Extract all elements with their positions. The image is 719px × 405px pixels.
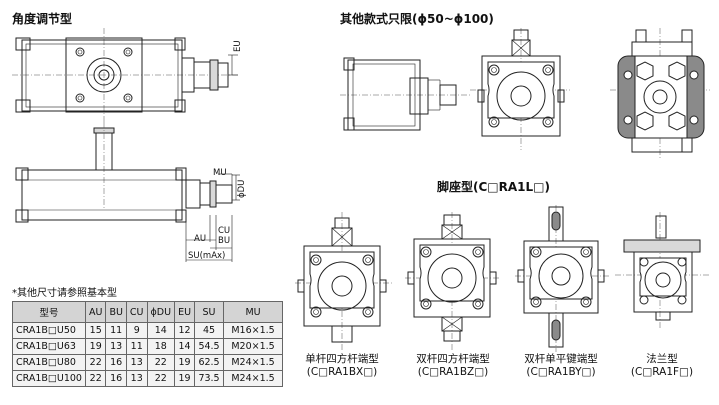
table-row: CRA1B□U63 19 13 11 18 14 54.5 M20×1.5	[12, 338, 284, 355]
cu-label: CU	[218, 226, 231, 236]
mu-label: MU	[213, 168, 227, 178]
header-cell: 型号	[12, 301, 86, 323]
header-cell: AU	[84, 301, 107, 323]
table-cell: 45	[194, 322, 225, 339]
variant-caption: 双杆四方杆端型 (C□RA1BZ□)	[403, 353, 503, 379]
table-header-row: 型号 AU BU CU ϕDU EU SU MU	[12, 301, 284, 323]
variant-caption: 双杆单平键端型 (C□RA1BY□)	[511, 353, 611, 379]
table-note: *其他尺寸请参照基本型	[12, 288, 117, 299]
table-cell: M24×1.5	[223, 370, 284, 387]
table-cell: M20×1.5	[223, 338, 284, 355]
table-cell: 18	[146, 338, 176, 355]
table-cell: 19	[84, 338, 107, 355]
model-cell: CRA1B□U63	[12, 338, 86, 355]
su-label: SU(mAx)	[188, 251, 226, 261]
variant-caption: 法兰型 (C□RA1F□)	[612, 353, 712, 379]
table-cell: 9	[125, 322, 148, 339]
model-cell: CRA1B□U80	[12, 354, 86, 371]
table-cell: 16	[105, 354, 127, 371]
model-cell: CRA1B□U50	[12, 322, 86, 339]
other-models-title: 其他款式只限(ϕ50~ϕ100)	[340, 12, 494, 26]
angle-adjust-title: 角度调节型	[12, 12, 73, 26]
table-cell: 22	[84, 354, 107, 371]
table-cell: 13	[105, 338, 127, 355]
table-cell: 15	[84, 322, 107, 339]
table-cell: 19	[174, 370, 196, 387]
table-row: CRA1B□U100 22 16 13 22 19 73.5 M24×1.5	[12, 370, 284, 387]
variant-code: (C□RA1BY□)	[526, 366, 596, 378]
header-cell: EU	[174, 301, 196, 323]
table-row: CRA1B□U80 22 16 13 22 19 62.5 M24×1.5	[12, 354, 284, 371]
table-cell: M16×1.5	[223, 322, 284, 339]
header-cell: CU	[125, 301, 148, 323]
table-cell: 22	[146, 370, 176, 387]
header-cell: BU	[105, 301, 127, 323]
table-cell: 11	[125, 338, 148, 355]
bu-label: BU	[218, 236, 231, 246]
table-row: CRA1B□U50 15 11 9 14 12 45 M16×1.5	[12, 322, 284, 339]
table-cell: 14	[174, 338, 196, 355]
variant-caption: 单杆四方杆端型 (C□RA1BX□)	[292, 353, 392, 379]
table-cell: M24×1.5	[223, 354, 284, 371]
table-cell: 22	[146, 354, 176, 371]
variant-name: 法兰型	[646, 353, 678, 365]
table-cell: 73.5	[194, 370, 225, 387]
header-cell: ϕDU	[146, 301, 176, 323]
model-cell: CRA1B□U100	[12, 370, 86, 387]
table-cell: 13	[125, 354, 148, 371]
table-cell: 14	[146, 322, 176, 339]
variant-code: (C□RA1F□)	[630, 366, 694, 378]
variant-code: (C□RA1BZ□)	[417, 366, 489, 378]
spec-table: 型号 AU BU CU ϕDU EU SU MU CRA1B□U50 15 11…	[12, 301, 284, 387]
table-cell: 62.5	[194, 354, 225, 371]
table-cell: 19	[174, 354, 196, 371]
table-cell: 54.5	[194, 338, 225, 355]
foot-mount-title: 脚座型(C□RA1L□)	[437, 180, 550, 194]
table-cell: 13	[125, 370, 148, 387]
header-cell: SU	[194, 301, 225, 323]
header-cell: MU	[223, 301, 284, 323]
variant-name: 双杆四方杆端型	[416, 353, 490, 365]
au-label: AU	[194, 234, 207, 244]
table-cell: 11	[105, 322, 127, 339]
table-cell: 22	[84, 370, 107, 387]
table-cell: 16	[105, 370, 127, 387]
variant-name: 单杆四方杆端型	[305, 353, 379, 365]
variant-name: 双杆单平键端型	[524, 353, 598, 365]
table-cell: 12	[174, 322, 196, 339]
variant-code: (C□RA1BX□)	[306, 366, 378, 378]
